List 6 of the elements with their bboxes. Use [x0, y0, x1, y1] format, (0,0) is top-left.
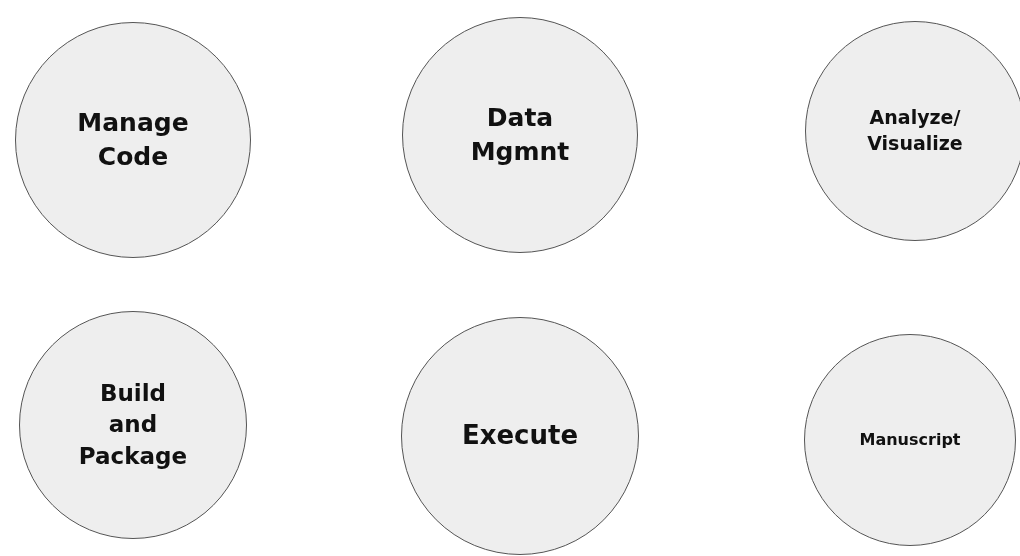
node-label: Execute: [460, 419, 580, 453]
node-label: Manuscript: [858, 429, 962, 451]
node-label: Analyze/ Visualize: [866, 105, 964, 156]
node-label: Data Mgmnt: [469, 102, 571, 168]
node-label: Manage Code: [76, 107, 190, 173]
node-label: Build and Package: [77, 379, 189, 471]
